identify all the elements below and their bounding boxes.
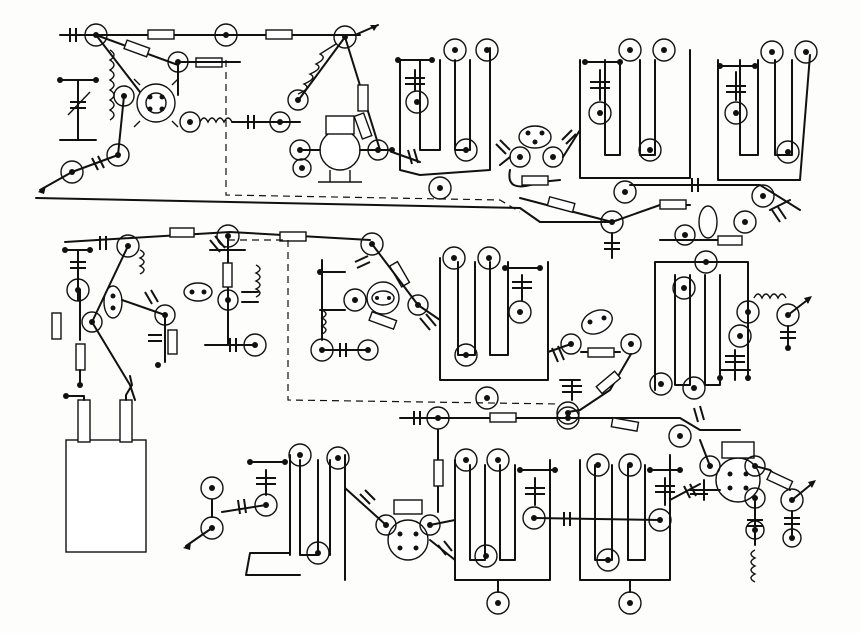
resistor [521, 175, 549, 186]
valve-socket [581, 309, 613, 335]
terminal-lug [84, 23, 108, 47]
resistor [279, 231, 307, 242]
resistor [388, 260, 411, 288]
valve-socket [387, 499, 429, 561]
top-left-section [35, 23, 611, 223]
coil [108, 49, 115, 121]
coil [254, 264, 261, 298]
coil [199, 117, 233, 124]
terminal-lug [60, 160, 84, 184]
terminal-lug [214, 23, 238, 47]
output-transformer [649, 250, 812, 400]
resistor [595, 370, 622, 395]
valve-socket [366, 281, 400, 315]
resistor [610, 416, 640, 432]
resistor [659, 199, 687, 210]
valve-socket [183, 282, 213, 302]
resistor [123, 39, 151, 58]
resistor [357, 84, 369, 112]
terminal-lug [287, 89, 309, 111]
terminal-lug [106, 143, 130, 167]
coil [138, 249, 145, 275]
resistor [222, 262, 233, 288]
terminal-lug [269, 111, 291, 133]
if-transformer-2 [579, 38, 691, 179]
resistor [546, 195, 576, 214]
coil [297, 43, 337, 95]
terminal-lug [333, 25, 357, 49]
battery-box [63, 375, 147, 553]
valve-socket [103, 285, 123, 319]
resistor [353, 112, 373, 140]
valve-socket-center [495, 125, 581, 188]
valve-socket [133, 78, 179, 128]
terminal-lug [167, 51, 189, 73]
resistor [717, 235, 743, 246]
terminal-lug [113, 85, 135, 107]
resistor [489, 412, 517, 423]
terminal-lug [292, 158, 312, 178]
resistor [51, 312, 62, 340]
resistor [167, 329, 178, 355]
resistor [169, 227, 195, 238]
resistor [368, 310, 398, 331]
central-junction [519, 195, 791, 259]
resistor [433, 459, 444, 487]
variable-capacitor [318, 115, 362, 183]
resistor [265, 29, 293, 40]
coil [750, 549, 757, 583]
resistor [587, 347, 615, 358]
if-transformer-3 [613, 40, 818, 211]
coil [320, 309, 327, 335]
valve-socket [698, 205, 718, 239]
resistor [147, 29, 175, 40]
coil [753, 293, 787, 300]
amplifier-section [51, 224, 642, 425]
resistor [75, 343, 86, 371]
resistor [766, 470, 794, 491]
output-stage [183, 405, 816, 615]
output-valve-socket [715, 441, 761, 503]
if-transformer-1 [391, 38, 499, 200]
